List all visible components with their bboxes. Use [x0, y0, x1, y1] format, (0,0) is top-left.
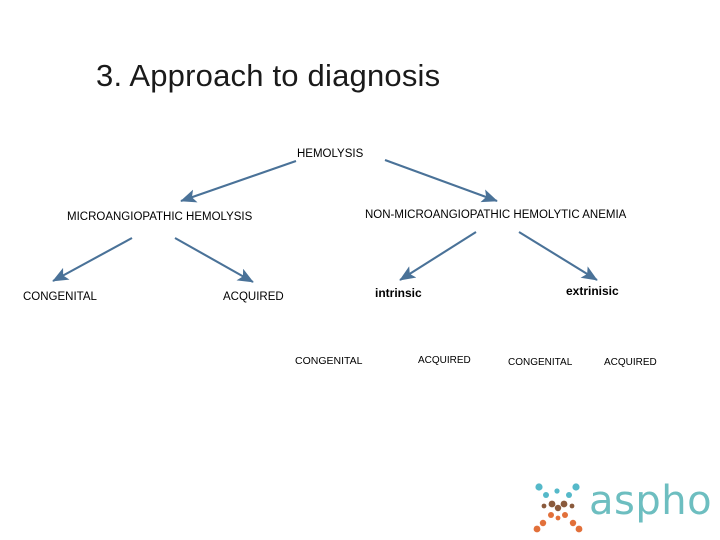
aspho-logo: aspho: [531, 478, 713, 536]
edge-microangiopathic-to-congenital: [52, 237, 133, 282]
node-microangiopathic-hemolysis: MICROANGIOPATHIC HEMOLYSIS: [67, 211, 253, 223]
page-title: 3. Approach to diagnosis: [96, 58, 441, 93]
node-hemolysis: HEMOLYSIS: [297, 148, 364, 160]
node-microangiopathic-congenital: CONGENITAL: [23, 291, 97, 303]
aspho-logo-mark: [533, 483, 583, 533]
edge-nonmicroangiopathic-to-extrinsic: [518, 231, 598, 281]
node-extrinsic-congenital: CONGENITAL: [508, 357, 573, 368]
node-microangiopathic-acquired: ACQUIRED: [223, 291, 284, 303]
node-intrinsic: intrinsic: [375, 286, 422, 300]
node-intrinsic-congenital: CONGENITAL: [295, 355, 363, 367]
node-extrinsic-acquired: ACQUIRED: [604, 357, 657, 368]
aspho-wordmark: aspho: [589, 478, 713, 524]
node-extrinsic: extrinisic: [566, 284, 619, 298]
edge-microangiopathic-to-acquired: [174, 237, 254, 283]
node-non-microangiopathic-hemolytic-anemia: NON-MICROANGIOPATHIC HEMOLYTIC ANEMIA: [365, 209, 627, 221]
node-intrinsic-acquired: ACQUIRED: [418, 355, 471, 366]
edge-nonmicroangiopathic-to-intrinsic: [399, 231, 477, 281]
edge-root-to-nonmicroangiopathic: [384, 159, 498, 203]
edge-root-to-microangiopathic: [180, 160, 297, 203]
